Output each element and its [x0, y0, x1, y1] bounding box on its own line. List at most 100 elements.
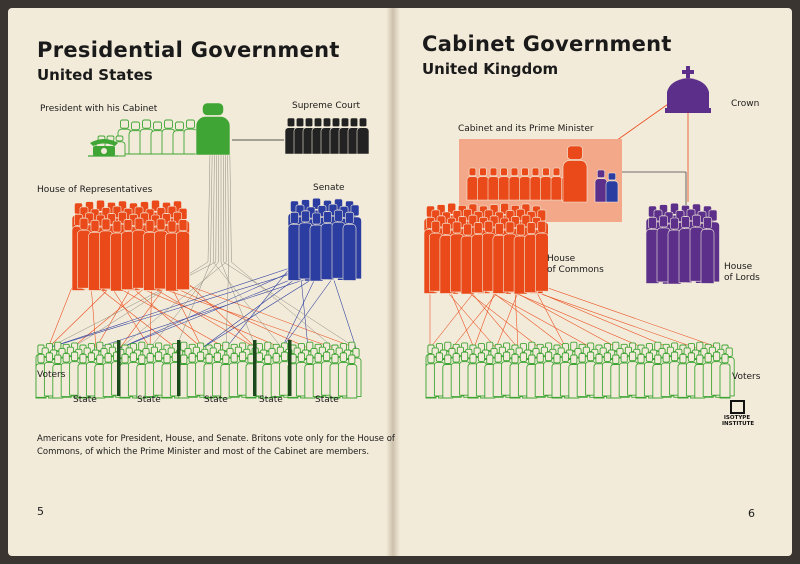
- connection-line: [119, 261, 227, 349]
- logo-line2: INSTITUTE: [722, 421, 755, 427]
- page-number-left: 5: [37, 505, 44, 518]
- person-icon: [77, 217, 91, 289]
- person-icon: [110, 220, 124, 292]
- person-icon: [618, 353, 630, 398]
- person-icon: [304, 354, 316, 399]
- person-icon: [492, 353, 504, 398]
- person-icon: [176, 219, 190, 290]
- connection-line: [47, 267, 311, 349]
- person-icon: [551, 353, 563, 398]
- person-icon: [203, 353, 215, 398]
- connection-line: [210, 151, 213, 263]
- connection-line: [220, 261, 257, 349]
- book-spine: [386, 8, 400, 556]
- person-icon: [439, 223, 454, 294]
- person-icon: [88, 220, 102, 291]
- person-icon: [144, 353, 156, 398]
- supreme-court-figures: [284, 117, 370, 155]
- person-icon: [287, 212, 302, 281]
- person-icon: [526, 354, 538, 399]
- person-icon: [645, 217, 660, 284]
- supreme-court-label: Supreme Court: [292, 101, 361, 111]
- person-icon: [143, 220, 157, 291]
- person-icon: [694, 354, 706, 399]
- connection-line: [119, 267, 321, 349]
- person-icon: [136, 354, 148, 399]
- connection-line: [229, 151, 232, 263]
- connection-line: [207, 151, 211, 263]
- person-icon: [262, 354, 274, 399]
- person-icon: [60, 353, 72, 398]
- person-icon: [678, 216, 693, 283]
- connection-line: [175, 261, 211, 349]
- person-icon: [356, 117, 370, 155]
- telephone-handset: [90, 139, 118, 146]
- person-icon: [312, 353, 324, 398]
- logo-figure-icon: [729, 400, 745, 414]
- crown-band: [665, 108, 711, 113]
- person-icon: [656, 215, 671, 283]
- person-icon: [43, 352, 55, 397]
- cabinet-figures: [95, 119, 198, 157]
- connection-line: [201, 267, 331, 349]
- state-label: State: [137, 395, 161, 405]
- person-icon: [467, 353, 479, 398]
- state-divider: [288, 340, 292, 396]
- person-icon: [119, 353, 131, 398]
- connection-line: [329, 267, 357, 349]
- page-number-right: 6: [748, 507, 755, 520]
- person-icon: [711, 351, 723, 396]
- connection-line: [201, 267, 311, 349]
- person-icon: [568, 354, 580, 399]
- person-icon: [270, 353, 282, 398]
- connection-line: [281, 267, 341, 349]
- person-icon: [492, 223, 507, 294]
- left-page-subtitle: United States: [37, 66, 153, 84]
- president-label: President with his Cabinet: [40, 104, 158, 114]
- lord-in-cabinet-icon: [605, 172, 619, 203]
- prime-minister-icon: [562, 145, 588, 203]
- isotype-institute-logo: ISOTYPE INSTITUTE: [722, 400, 755, 427]
- house-of-representatives-figures: [71, 199, 190, 292]
- person-icon: [471, 222, 485, 293]
- person-icon: [524, 222, 538, 293]
- state-divider: [253, 340, 257, 396]
- lords-label-line1: House: [724, 262, 753, 272]
- senate-label: Senate: [313, 183, 345, 193]
- connection-line: [225, 151, 227, 263]
- connection-line: [223, 261, 357, 349]
- house-of-lords-figures: [645, 202, 720, 285]
- commons-label-line2: of Commons: [547, 265, 604, 275]
- person-icon: [186, 353, 198, 398]
- person-icon: [309, 212, 324, 282]
- senate-figures: [287, 197, 362, 282]
- person-icon: [702, 353, 714, 398]
- person-icon: [535, 220, 549, 292]
- person-icon: [94, 354, 106, 399]
- person-icon: [442, 354, 454, 399]
- connection-line: [119, 267, 301, 349]
- connection-line: [231, 261, 335, 349]
- state-label: State: [315, 395, 339, 405]
- person-icon: [77, 353, 89, 398]
- crown-body: [667, 78, 709, 112]
- connection-line: [212, 151, 215, 263]
- president-icon: [195, 102, 231, 156]
- left-page-title: Presidential Government: [37, 38, 340, 62]
- person-icon: [220, 354, 232, 399]
- person-icon: [295, 352, 307, 397]
- person-icon: [660, 353, 672, 398]
- person-icon: [689, 214, 704, 282]
- footnote: Americans vote for President, House, and…: [37, 434, 395, 457]
- state-divider: [177, 340, 181, 396]
- person-icon: [460, 223, 475, 295]
- person-icon: [52, 354, 64, 399]
- telephone-dial: [101, 148, 107, 154]
- person-icon: [509, 353, 521, 398]
- logo-line1: ISOTYPE: [723, 415, 751, 421]
- house-label: House of Representatives: [37, 185, 153, 195]
- person-icon: [667, 217, 682, 285]
- person-icon: [700, 217, 715, 284]
- person-icon: [669, 351, 681, 396]
- state-label: State: [204, 395, 228, 405]
